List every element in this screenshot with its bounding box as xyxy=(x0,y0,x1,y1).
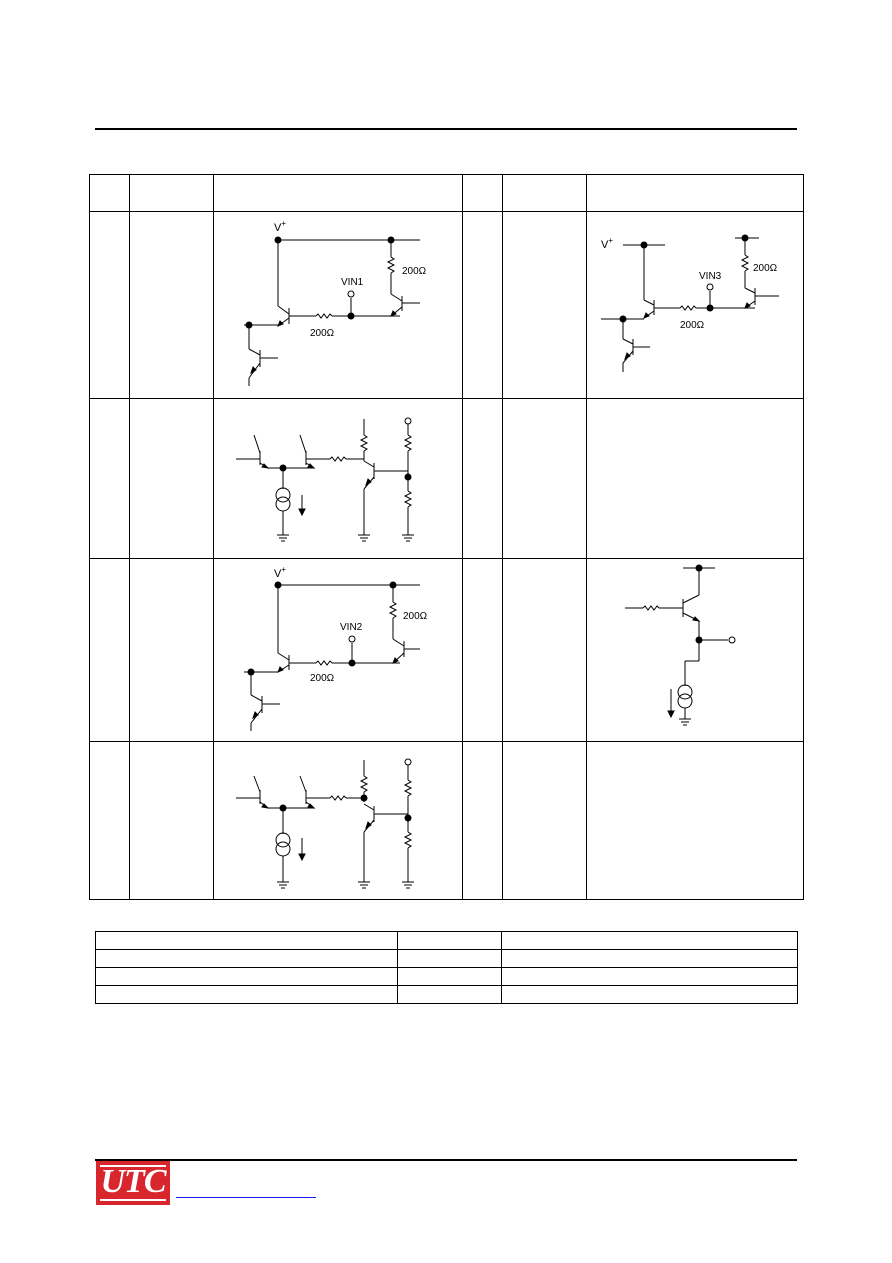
table-cell xyxy=(501,985,798,1004)
table-cell xyxy=(95,931,398,950)
pin-number xyxy=(462,398,503,559)
pin-number xyxy=(89,558,130,742)
table-cell xyxy=(397,931,502,950)
logo-text: UTC xyxy=(100,1163,167,1200)
table-row xyxy=(89,398,804,559)
pin-name xyxy=(129,741,214,900)
vin3-label: VIN3 xyxy=(699,271,722,282)
table-row xyxy=(89,741,804,900)
resistor-label: 200Ω xyxy=(680,320,705,331)
pin-name xyxy=(502,398,587,559)
table-row xyxy=(95,967,798,986)
differential-output-circuit-2 xyxy=(236,758,414,889)
table-cell xyxy=(501,931,798,950)
resistor-label: 200Ω xyxy=(403,611,428,622)
vplus-label: V+ xyxy=(274,565,286,580)
table-cell xyxy=(501,967,798,986)
header-cell xyxy=(586,174,804,212)
table-cell xyxy=(397,985,502,1004)
resistor-label: 200Ω xyxy=(310,673,335,684)
thermal-data-table xyxy=(95,931,798,1004)
pin-number xyxy=(462,211,503,399)
input-stage-circuit-1: V+ 200Ω 200Ω VIN1 xyxy=(244,219,427,386)
input-stage-circuit-3: V+ 200Ω 200Ω VIN3 xyxy=(601,234,779,372)
table-row xyxy=(95,985,798,1004)
website-link[interactable] xyxy=(176,1181,316,1198)
circuit-cell: V+ 200Ω 200Ω VIN2 xyxy=(213,558,463,742)
table-cell xyxy=(95,985,398,1004)
pin-name xyxy=(129,398,214,559)
table-cell xyxy=(95,949,398,968)
utc-logo: UTC xyxy=(96,1161,170,1205)
header-rule xyxy=(95,128,797,130)
emitter-follower-output-circuit xyxy=(625,564,736,726)
circuit-cell xyxy=(586,558,804,742)
circuit-cell xyxy=(213,398,463,559)
empty-cell xyxy=(586,398,804,559)
header-cell xyxy=(89,174,130,212)
vplus-label: V+ xyxy=(601,236,613,251)
pin-number xyxy=(89,398,130,559)
pin-number xyxy=(462,558,503,742)
pin-number xyxy=(89,741,130,900)
header-cell xyxy=(213,174,463,212)
pin-number xyxy=(89,211,130,399)
circuit-cell: V+ 200Ω 200Ω VIN3 xyxy=(586,211,804,399)
footer-rule xyxy=(95,1159,797,1161)
pin-name xyxy=(129,211,214,399)
circuit-cell: V+ 200Ω 200Ω VIN1 xyxy=(213,211,463,399)
table-row xyxy=(95,931,798,950)
table-cell xyxy=(397,949,502,968)
empty-cell xyxy=(586,741,804,900)
vin2-label: VIN2 xyxy=(340,622,363,633)
header-cell xyxy=(462,174,503,212)
resistor-label: 200Ω xyxy=(753,263,778,274)
pin-description-table: V+ 200Ω 200Ω VIN1 xyxy=(89,174,804,900)
pin-number xyxy=(462,741,503,900)
pin-name xyxy=(502,741,587,900)
vplus-label: V+ xyxy=(274,219,286,234)
circuit-cell xyxy=(213,741,463,900)
pin-name xyxy=(129,558,214,742)
table-row: V+ 200Ω 200Ω VIN2 xyxy=(89,558,804,742)
table-row: V+ 200Ω 200Ω VIN1 xyxy=(89,211,804,399)
header-cell xyxy=(129,174,214,212)
vin1-label: VIN1 xyxy=(341,277,364,288)
table-cell xyxy=(501,949,798,968)
header-cell xyxy=(502,174,587,212)
table-cell xyxy=(95,967,398,986)
table-row xyxy=(95,949,798,968)
input-stage-circuit-2: V+ 200Ω 200Ω VIN2 xyxy=(244,565,428,731)
pin-name xyxy=(502,558,587,742)
table-header-row xyxy=(89,174,804,212)
resistor-label: 200Ω xyxy=(310,328,335,339)
table-cell xyxy=(397,967,502,986)
resistor-label: 200Ω xyxy=(402,266,427,277)
differential-output-circuit-1 xyxy=(236,417,414,542)
pin-name xyxy=(502,211,587,399)
